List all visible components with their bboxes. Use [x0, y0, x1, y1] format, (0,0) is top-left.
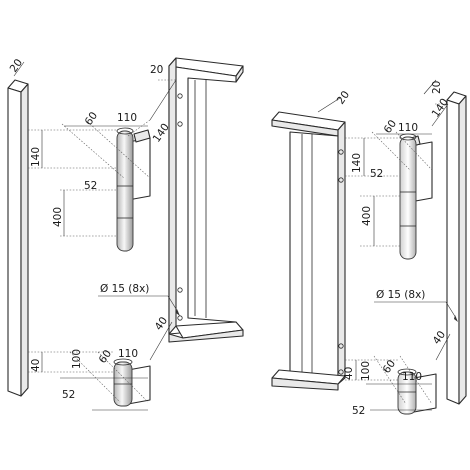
right-frame	[271, 111, 346, 391]
left-edge-offset-label: 40	[30, 359, 42, 372]
right-lower-spacing-label: 100	[360, 361, 372, 381]
right-dimensions	[317, 79, 458, 411]
right-upper-hinge	[399, 133, 433, 260]
right-depth-label: 110	[398, 122, 418, 134]
right-holes-label: Ø 15 (8x)	[376, 289, 425, 301]
right-post	[446, 91, 467, 405]
left-lower-depth-label: 110	[118, 348, 138, 360]
left-frame-hole	[177, 93, 183, 99]
left-frame-width-label: 20	[150, 64, 163, 76]
left-frame-hole	[177, 287, 183, 293]
right-edge-offset-label: 40	[343, 367, 355, 380]
left-hinge-spacing-label: 140	[30, 147, 42, 167]
left-offset-b-label: 52	[84, 180, 97, 192]
left-assembly: 20 20 140 400 60 110 140 52 Ø 15 (8x) 40…	[7, 57, 244, 411]
right-assembly: 20 20 140 140 60 110 52 400 Ø 15 (8x) 40…	[271, 79, 467, 417]
right-edge-offset-right-label: 40	[431, 329, 449, 347]
right-frame-hole	[338, 177, 344, 183]
left-lower-hinge	[113, 358, 151, 407]
right-lower-offset-a-label: 60	[381, 358, 399, 376]
right-frame-hole	[338, 369, 344, 375]
left-holes-label: Ø 15 (8x)	[100, 283, 149, 295]
left-frame-hole	[177, 121, 183, 127]
left-post	[7, 79, 29, 397]
right-frame-hole	[338, 343, 344, 349]
left-dimensions	[13, 61, 180, 411]
right-lower-depth-label: 110	[402, 371, 422, 383]
right-frame-hole	[338, 149, 344, 155]
right-offset-a-label: 60	[382, 118, 400, 136]
left-frame-hole	[177, 315, 183, 321]
right-hinge-spacing-label: 140	[351, 153, 363, 173]
left-upper-hinge	[116, 127, 151, 252]
left-depth-label: 110	[117, 112, 137, 124]
right-hinge-height-label: 400	[361, 206, 373, 226]
right-frame-width-label: 20	[335, 89, 353, 107]
left-lower-spacing-label: 100	[71, 349, 83, 369]
right-lower-offset-b-label: 52	[352, 405, 365, 417]
right-post-width-label: 20	[431, 81, 443, 94]
right-lower-hinge	[397, 368, 437, 415]
left-offset-a-label: 60	[83, 110, 101, 128]
left-frame	[168, 57, 244, 343]
left-hinge-height-label: 400	[52, 207, 64, 227]
right-offset-b-label: 52	[370, 168, 383, 180]
left-post-width-label: 20	[8, 57, 26, 75]
left-lower-offset-b-label: 52	[62, 389, 75, 401]
left-lower-offset-a-label: 60	[97, 348, 115, 366]
